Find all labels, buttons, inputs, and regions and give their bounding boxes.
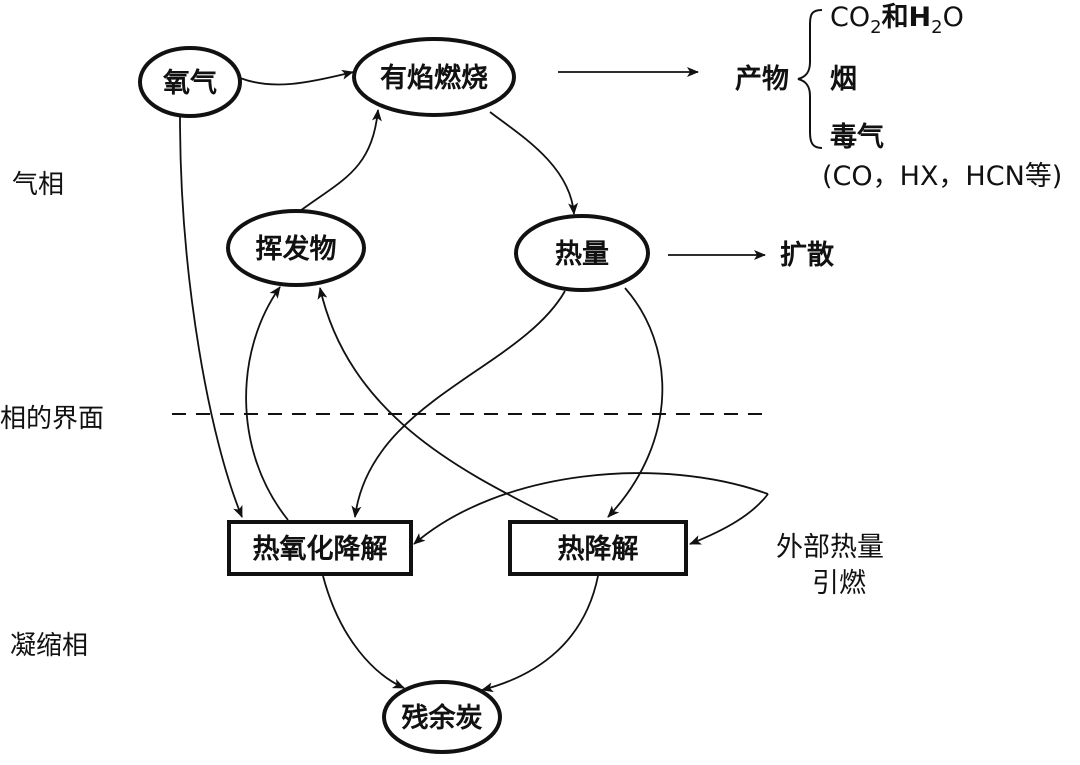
product-item-toxic-gas: 毒气 (830, 122, 884, 153)
thermal-degradation-node: 热降解 (508, 520, 688, 576)
thermo-oxidative-degradation-label: 热氧化降解 (253, 534, 388, 565)
heat-node: 热量 (514, 214, 650, 292)
products-brace (797, 9, 823, 149)
arrow-oxygen-to-combustion (239, 69, 354, 86)
arrow-thermal-degradation-to-char (481, 575, 599, 693)
arrow-heat-to-thermal-degradation (607, 287, 664, 518)
arrow-oxygen-to-thermo-oxidative (179, 116, 243, 518)
arrow-heat-to-thermo-oxidative (351, 290, 566, 518)
external-heat-label: 外部热量 (776, 532, 884, 563)
thermo-oxidative-degradation-node: 热氧化降解 (227, 520, 413, 576)
product-item-toxic-gas-detail: (CO，HX，HCN等) (822, 161, 1062, 192)
char-residue-node: 残余炭 (382, 680, 502, 754)
arrow-thermo-oxidative-to-volatiles (245, 286, 289, 521)
oxygen-label: 氧气 (162, 68, 217, 99)
gas-phase-label: 气相 (12, 170, 64, 200)
char-residue-label: 残余炭 (402, 702, 483, 734)
arrow-external-heat-to-thermo-oxidative (413, 472, 769, 545)
arrow-external-heat-to-thermal-degradation (689, 493, 769, 545)
heat-diffusion-label: 扩散 (780, 240, 834, 271)
ignition-label: 引燃 (812, 568, 866, 599)
oxygen-node: 氧气 (138, 46, 242, 118)
flaming-combustion-label: 有焰燃烧 (380, 63, 488, 94)
heat-label: 热量 (555, 239, 609, 270)
condensed-phase-label: 凝缩相 (10, 631, 88, 661)
volatiles-node: 挥发物 (226, 209, 366, 287)
product-item-smoke: 烟 (830, 64, 857, 95)
arrow-volatiles-to-combustion (299, 109, 382, 212)
products-label: 产物 (735, 64, 789, 95)
interface-label: 相的界面 (0, 404, 104, 434)
arrow-thermo-oxidative-to-char (322, 575, 405, 689)
arrow-thermal-degradation-to-volatiles (317, 287, 559, 521)
thermal-degradation-label: 热降解 (558, 534, 639, 565)
product-item-co2-h2o: CO2和H2O (830, 2, 964, 38)
volatiles-label: 挥发物 (256, 233, 337, 265)
flaming-combustion-node: 有焰燃烧 (352, 37, 516, 117)
arrow-combustion-to-heat (489, 111, 579, 215)
